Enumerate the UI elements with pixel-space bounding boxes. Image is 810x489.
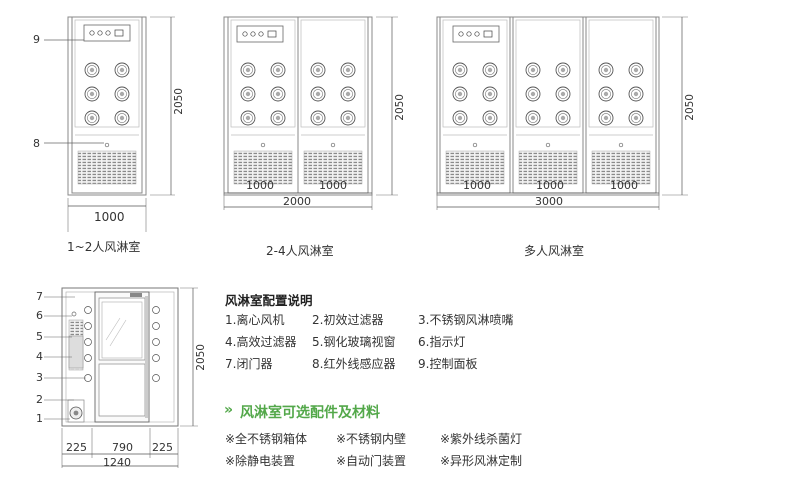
config-item: 3.不锈钢风淋喷嘴 xyxy=(418,313,514,327)
unit-3-height-label: 2050 xyxy=(684,94,696,121)
option-item: ※全不锈钢箱体 xyxy=(225,432,308,446)
option-item: ※自动门装置 xyxy=(336,454,407,468)
unit-2-drawing xyxy=(223,16,398,210)
unit-2-caption: 2-4人风淋室 xyxy=(266,244,334,258)
options-arrow-icon: » xyxy=(224,402,234,418)
side-callout-1: 1 xyxy=(36,412,43,425)
side-width-label-right: 225 xyxy=(152,441,173,454)
unit-3-width-label-2: 1000 xyxy=(536,179,564,192)
side-callout-7: 7 xyxy=(36,290,43,303)
option-item: ※紫外线杀菌灯 xyxy=(440,432,523,446)
side-callout-5: 5 xyxy=(36,330,43,343)
unit-2-total-label: 2000 xyxy=(283,195,311,208)
unit-3-total-label: 3000 xyxy=(535,195,563,208)
unit-1-height-label: 2050 xyxy=(173,88,185,115)
unit-2-width-label-1: 1000 xyxy=(246,179,274,192)
side-width-label-left: 225 xyxy=(66,441,87,454)
config-item: 6.指示灯 xyxy=(418,335,466,349)
side-callout-3: 3 xyxy=(36,371,43,384)
unit-1-width-label: 1000 xyxy=(94,210,125,224)
unit-3-width-label-1: 1000 xyxy=(463,179,491,192)
side-callout-6: 6 xyxy=(36,309,43,322)
unit-2-width-label-2: 1000 xyxy=(319,179,347,192)
config-item: 8.红外线感应器 xyxy=(312,357,396,371)
side-width-label-middle: 790 xyxy=(112,441,133,454)
callout-9: 9 xyxy=(33,33,40,46)
config-item: 4.高效过滤器 xyxy=(225,335,297,349)
config-item: 7.闭门器 xyxy=(225,357,273,371)
option-item: ※除静电装置 xyxy=(225,454,296,468)
unit-2-height-label: 2050 xyxy=(394,94,406,121)
option-item: ※不锈钢内壁 xyxy=(336,432,407,446)
callout-8: 8 xyxy=(33,137,40,150)
config-title: 风淋室配置说明 xyxy=(225,293,313,308)
config-item: 2.初效过滤器 xyxy=(312,313,384,327)
unit-3-drawing xyxy=(436,16,688,210)
config-item: 9.控制面板 xyxy=(418,357,478,371)
unit-1-drawing xyxy=(44,16,175,232)
config-item: 5.钢化玻璃视窗 xyxy=(312,335,396,349)
unit-3-width-label-3: 1000 xyxy=(610,179,638,192)
config-item: 1.离心风机 xyxy=(225,313,285,327)
side-callout-4: 4 xyxy=(36,350,43,363)
option-item: ※异形风淋定制 xyxy=(440,454,523,468)
side-total-label: 1240 xyxy=(103,456,131,469)
unit-3-caption: 多人风淋室 xyxy=(524,244,585,258)
options-title: 风淋室可选配件及材料 xyxy=(240,405,380,421)
side-view-drawing xyxy=(44,287,198,468)
unit-1-caption: 1~2人风淋室 xyxy=(67,240,141,254)
side-callout-2: 2 xyxy=(36,393,43,406)
side-height-label: 2050 xyxy=(195,344,207,371)
